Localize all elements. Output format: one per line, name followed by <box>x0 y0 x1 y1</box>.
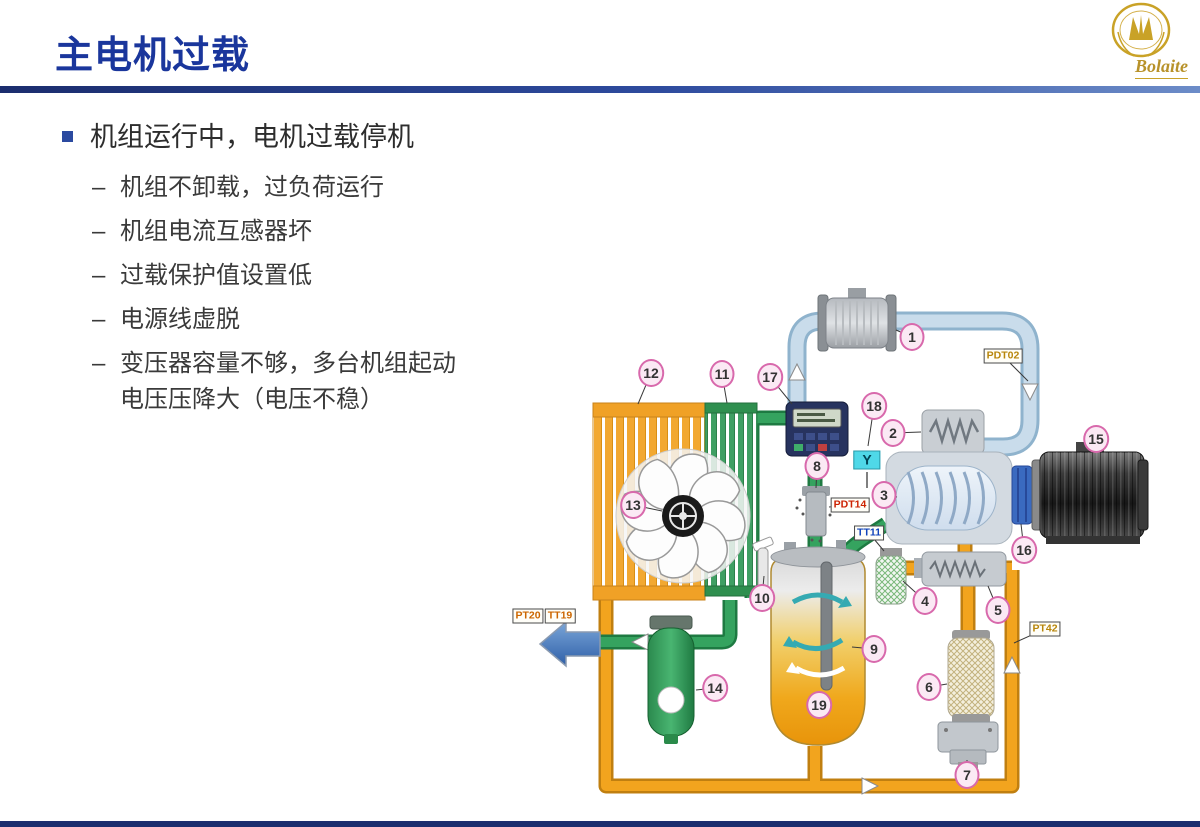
bullet-list: 机组运行中，电机过载停机 –机组不卸载，过负荷运行–机组电流互感器坏–过载保护值… <box>62 118 522 426</box>
callout-13: 13 <box>620 491 646 519</box>
callout-2: 2 <box>880 419 906 447</box>
logo-crest-icon <box>1111 2 1171 58</box>
oil-filter-14 <box>647 615 695 744</box>
sub-bullet-item: –电源线虚脱 <box>92 302 522 338</box>
logo-wordmark: Bolaite <box>1135 56 1188 79</box>
sensor-tag-PT20: PT20 <box>512 608 544 624</box>
callout-3: 3 <box>871 481 897 509</box>
callout-9: 9 <box>861 635 887 663</box>
bottom-border <box>0 821 1200 827</box>
coupling <box>1011 465 1033 525</box>
callout-12: 12 <box>638 359 664 387</box>
inlet-pipe <box>787 311 1040 457</box>
sensor-tag-PDT02: PDT02 <box>983 348 1023 364</box>
main-bullet-text: 机组运行中，电机过载停机 <box>90 122 414 152</box>
dash-marker: – <box>92 218 106 245</box>
callout-1: 1 <box>899 323 925 351</box>
sub-bullet-item: –机组不卸载，过负荷运行 <box>92 170 522 206</box>
company-logo: Bolaite <box>1074 0 1192 86</box>
air-filter <box>817 288 897 352</box>
dash-marker: – <box>92 306 106 333</box>
sub-bullet-text: 机组不卸载，过负荷运行 <box>120 174 384 201</box>
sub-bullet-item: –变压器容量不够，多台机组起动 电压压降大（电压不稳） <box>92 346 522 418</box>
callout-8: 8 <box>804 452 830 480</box>
callout-18: 18 <box>861 392 887 420</box>
dash-marker: – <box>92 174 106 201</box>
sub-bullet-text: 机组电流互感器坏 <box>120 218 312 245</box>
sensor-tag-TT19: TT19 <box>544 608 576 624</box>
callout-11: 11 <box>709 360 735 388</box>
callout-7: 7 <box>954 761 980 789</box>
sub-bullet-item: –机组电流互感器坏 <box>92 214 522 250</box>
sub-bullet-text: 电源线虚脱 <box>120 306 240 333</box>
sensor-tag-PT42: PT42 <box>1029 621 1061 637</box>
callout-16: 16 <box>1011 536 1037 564</box>
callout-14: 14 <box>702 674 728 702</box>
sensor-tag-TT11: TT11 <box>854 525 884 541</box>
sensor-tag-Y: Y <box>853 450 881 470</box>
callout-17: 17 <box>757 363 783 391</box>
page-title: 主电机过载 <box>55 35 251 77</box>
air-oil-pipes <box>556 410 891 650</box>
bullet-marker <box>62 131 73 142</box>
dash-marker: – <box>92 262 106 289</box>
callout-6: 6 <box>916 673 942 701</box>
callout-19: 19 <box>806 691 832 719</box>
sub-bullet-text: 过载保护值设置低 <box>120 262 312 289</box>
callout-15: 15 <box>1083 425 1109 453</box>
callout-4: 4 <box>912 587 938 615</box>
sensor-tag-PDT14: PDT14 <box>830 497 870 513</box>
valve-assembly-5 <box>914 551 1007 587</box>
main-motor <box>1031 442 1149 544</box>
dash-marker: – <box>92 350 106 377</box>
callout-5: 5 <box>985 596 1011 624</box>
sub-bullet-item: –过载保护值设置低 <box>92 258 522 294</box>
controller-panel <box>785 401 849 457</box>
title-divider <box>0 86 1200 93</box>
scavenge-filter <box>875 548 907 605</box>
separator-tank <box>770 540 866 746</box>
min-pressure-valve <box>795 486 837 543</box>
sub-bullet-text: 变压器容量不够，多台机组起动 电压压降大（电压不稳） <box>120 350 456 413</box>
sub-bullet-list: –机组不卸载，过负荷运行–机组电流互感器坏–过载保护值设置低–电源线虚脱–变压器… <box>92 170 522 418</box>
callout-10: 10 <box>749 584 775 612</box>
main-bullet: 机组运行中，电机过载停机 <box>62 118 522 156</box>
air-outlet-arrow <box>538 620 601 668</box>
